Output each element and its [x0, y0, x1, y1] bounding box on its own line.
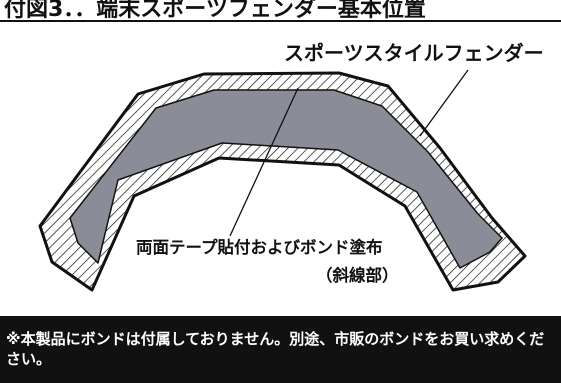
page-title: 付図3．．端末スポーツフェンダー基本位置	[4, 0, 426, 22]
header-band: 付図3．．端末スポーツフェンダー基本位置	[0, 0, 561, 22]
bond-notice-text: ※本製品にボンドは付属しておりません。別途、市販のボンドをお買い求めください。	[6, 330, 545, 368]
fender-tape-area	[69, 89, 503, 269]
fender-diagram	[38, 69, 527, 292]
hatch-area-label: （斜線部）	[316, 266, 399, 285]
fender-label: スポーツスタイルフェンダー	[284, 41, 544, 65]
tape-leader-line	[229, 87, 299, 237]
tape-bond-label: 両面テープ貼付およびボンド塗布	[136, 238, 383, 257]
fender-leader-line	[419, 69, 469, 137]
footer-notice-band: ※本製品にボンドは付属しておりません。別途、市販のボンドをお買い求めください。	[0, 316, 561, 383]
